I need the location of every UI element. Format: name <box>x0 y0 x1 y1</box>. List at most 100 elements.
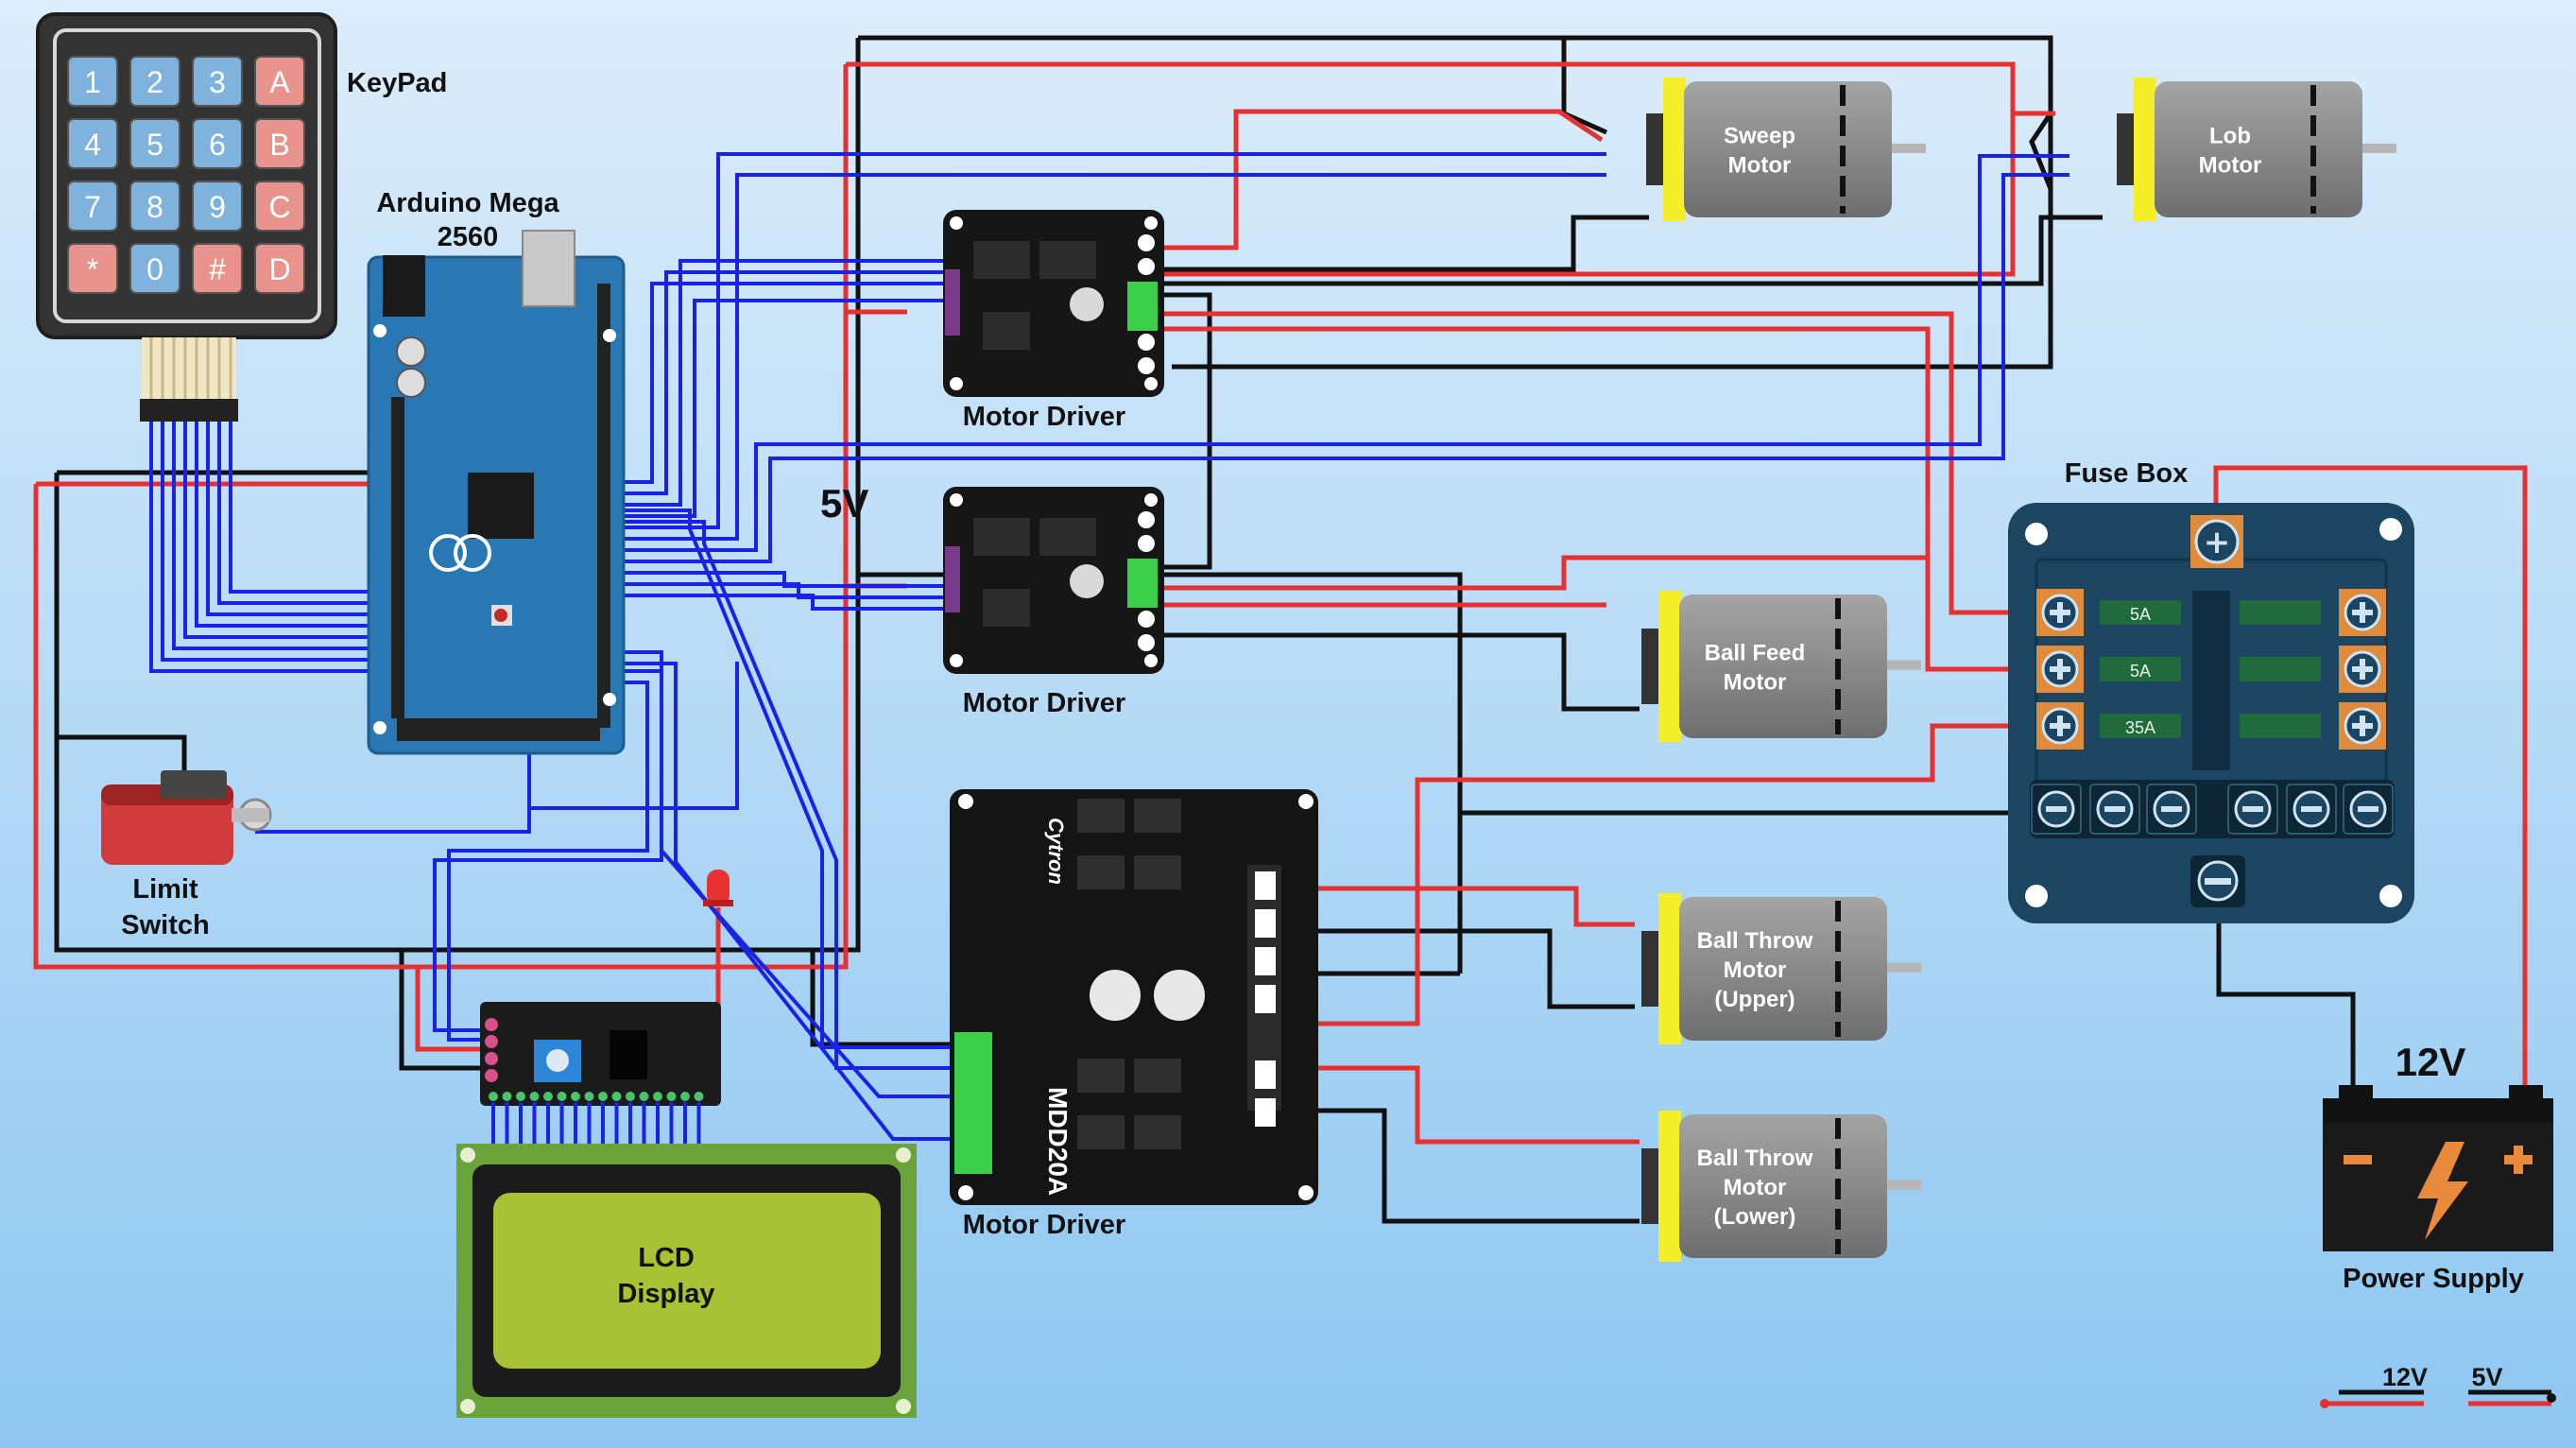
motor-label: Motor <box>1728 153 1792 179</box>
lcd-label-line2: Display <box>617 1279 714 1309</box>
fuse-plus-terminal <box>2339 646 2386 693</box>
motor-driver-top-label: Motor Driver <box>963 402 1125 432</box>
motor-driver-mdd20a: MDD20A Cytron <box>950 789 1318 1205</box>
legend-12v-label: 12V <box>2382 1363 2428 1391</box>
keypad-key-label: C <box>268 190 290 224</box>
keypad-key-2: 2 <box>129 56 180 107</box>
motor-label: (Upper) <box>1714 987 1795 1012</box>
keypad-key-label: 0 <box>146 252 163 286</box>
arduino-label-model: 2560 <box>438 222 499 252</box>
fuse-plus-terminal <box>2036 702 2084 750</box>
limit-switch <box>101 770 272 865</box>
motor-label: Ball Feed <box>1705 641 1806 666</box>
keypad-key-1: 1 <box>67 56 118 107</box>
motor-driver-big-label: Motor Driver <box>963 1210 1125 1240</box>
fuse-slot: 5A <box>2100 657 2321 681</box>
keypad-key-0: 0 <box>129 243 180 294</box>
keypad-key-label: A <box>269 65 290 99</box>
fuse-box-label: Fuse Box <box>2065 458 2189 489</box>
keypad-key-d: D <box>254 243 305 294</box>
keypad-key-b: B <box>254 118 305 169</box>
motor-label: Motor <box>2199 153 2262 179</box>
motor-label: Motor <box>1724 957 1787 983</box>
keypad-key-6: 6 <box>192 118 243 169</box>
fuse-minus-terminal <box>2146 784 2197 835</box>
keypad-key-label: 5 <box>146 128 163 162</box>
led <box>703 870 733 906</box>
motor-driver-top <box>943 210 1164 397</box>
power-wires <box>33 61 2528 1145</box>
motor-label: Lob <box>2209 124 2251 149</box>
fuse-minus-terminal <box>2286 784 2337 835</box>
keypad: 1 2 3 A 4 5 6 B 7 8 9 C * 0 # D <box>36 12 337 422</box>
i2c-adapter <box>480 1002 721 1144</box>
fuse-slot: 35A <box>2100 714 2321 738</box>
cytron-logo-text: Cytron <box>1044 818 1068 885</box>
motor-label: Motor <box>1724 670 1787 696</box>
battery-voltage-label: 12V <box>2396 1040 2466 1084</box>
fuse-plus-terminal <box>2339 702 2386 750</box>
keypad-key-label: 4 <box>84 128 101 162</box>
fuse-rating: 35A <box>2125 718 2155 737</box>
fuse-plus-terminal <box>2036 589 2084 636</box>
keypad-key-c: C <box>254 181 305 232</box>
keypad-key-label: # <box>209 252 226 286</box>
fuse-rating: 5A <box>2130 662 2151 681</box>
keypad-key-label: 7 <box>84 190 101 224</box>
fuse-minus-terminal <box>2089 784 2140 835</box>
motor-driver-middle <box>943 487 1164 674</box>
keypad-key-star: * <box>67 243 118 294</box>
keypad-key-8: 8 <box>129 181 180 232</box>
keypad-key-label: 2 <box>146 65 163 99</box>
fuse-plus-terminal <box>2036 646 2084 693</box>
keypad-key-5: 5 <box>129 118 180 169</box>
arduino-mega-board <box>367 230 626 755</box>
fuse-plus-terminal <box>2339 589 2386 636</box>
motor-label: Ball Throw <box>1697 1146 1813 1171</box>
ground-wires <box>54 35 2356 1224</box>
keypad-key-label: 9 <box>209 190 226 224</box>
motor-label: Ball Throw <box>1697 928 1813 954</box>
legend <box>2320 1389 2556 1408</box>
motor-label: Sweep <box>1724 124 1795 149</box>
fuse-slot: 5A <box>2100 600 2321 625</box>
battery <box>2323 1085 2553 1251</box>
arduino-label: Arduino Mega <box>376 188 559 218</box>
lcd-display <box>456 1144 917 1418</box>
motor-driver-middle-label: Motor Driver <box>963 688 1125 718</box>
lcd-label: LCD <box>638 1243 695 1273</box>
fuse-minus-terminal <box>2031 784 2082 835</box>
keypad-key-3: 3 <box>192 56 243 107</box>
keypad-key-label: 8 <box>146 190 163 224</box>
keypad-key-label: 1 <box>84 65 101 99</box>
mdd20a-text: MDD20A <box>1043 1087 1073 1196</box>
five-volt-label: 5V <box>820 481 868 526</box>
keypad-key-label: * <box>87 252 98 286</box>
keypad-key-hash: # <box>192 243 243 294</box>
fuse-minus-terminal <box>2227 784 2278 835</box>
keypad-key-a: A <box>254 56 305 107</box>
legend-5v-label: 5V <box>2471 1363 2502 1391</box>
keypad-key-7: 7 <box>67 181 118 232</box>
keypad-key-9: 9 <box>192 181 243 232</box>
motor-label: Motor <box>1724 1175 1787 1200</box>
fuse-rating: 5A <box>2130 605 2151 624</box>
power-supply-label: Power Supply <box>2343 1264 2524 1294</box>
fuse-minus-terminal <box>2343 784 2394 835</box>
limit-switch-label: Limit <box>132 874 198 905</box>
keypad-label: KeyPad <box>347 68 447 98</box>
keypad-key-label: D <box>268 252 290 286</box>
keypad-key-label: 3 <box>209 65 226 99</box>
keypad-key-label: B <box>269 128 289 162</box>
keypad-key-label: 6 <box>209 128 226 162</box>
keypad-key-4: 4 <box>67 118 118 169</box>
motor-label: (Lower) <box>1714 1204 1796 1230</box>
limit-switch-label-line2: Switch <box>121 910 209 940</box>
